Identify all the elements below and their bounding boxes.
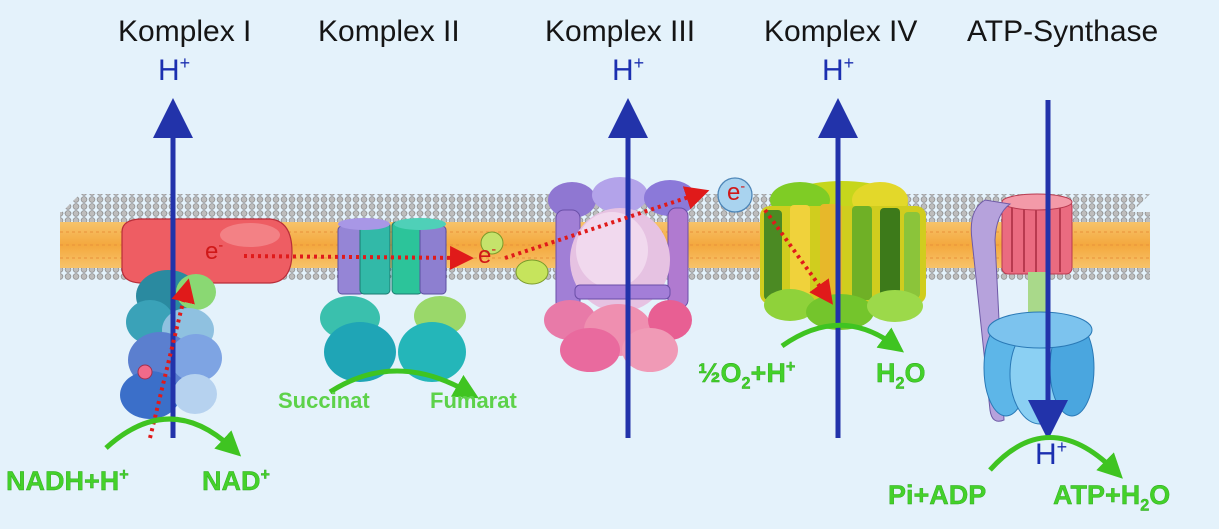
complex-iv-substrate-label: ½O2+H+ — [698, 360, 795, 387]
complex-iii-title: Komplex III — [545, 17, 695, 47]
reaction-arrow-complex-i — [106, 419, 232, 448]
electron-label-ubiquinone: e- — [478, 244, 496, 268]
complex-i-substrate-label: NADH+H+ — [6, 468, 129, 495]
complex-ii-product-label: Fumarat — [430, 390, 517, 412]
complex-ii-title: Komplex II — [318, 17, 460, 47]
proton-label-complex-iii: H+ — [612, 56, 644, 86]
atp-synthase-title: ATP-Synthase — [967, 17, 1158, 47]
complex-iv-product-label: H2O — [876, 360, 926, 387]
atp-synthase-product-label: ATP+H2O — [1053, 482, 1170, 509]
complex-ii-substrate-label: Succinat — [278, 390, 370, 412]
complex-ii-protein — [320, 218, 466, 382]
complex-iv-protein — [760, 181, 926, 330]
electron-label-complex-i: e- — [205, 240, 223, 264]
complex-i-title: Komplex I — [118, 17, 251, 47]
electron-label-cytochrome-c: e- — [727, 181, 745, 205]
atp-synthase-substrate-label: Pi+ADP — [888, 482, 986, 509]
proton-label-complex-i: H+ — [158, 56, 190, 86]
complex-iii-protein — [544, 177, 696, 372]
complex-iv-title: Komplex IV — [764, 17, 917, 47]
complex-i-product-label: NAD+ — [202, 468, 270, 495]
proton-label-complex-iv: H+ — [822, 56, 854, 86]
proton-label-atp-synthase: H+ — [1035, 440, 1067, 470]
